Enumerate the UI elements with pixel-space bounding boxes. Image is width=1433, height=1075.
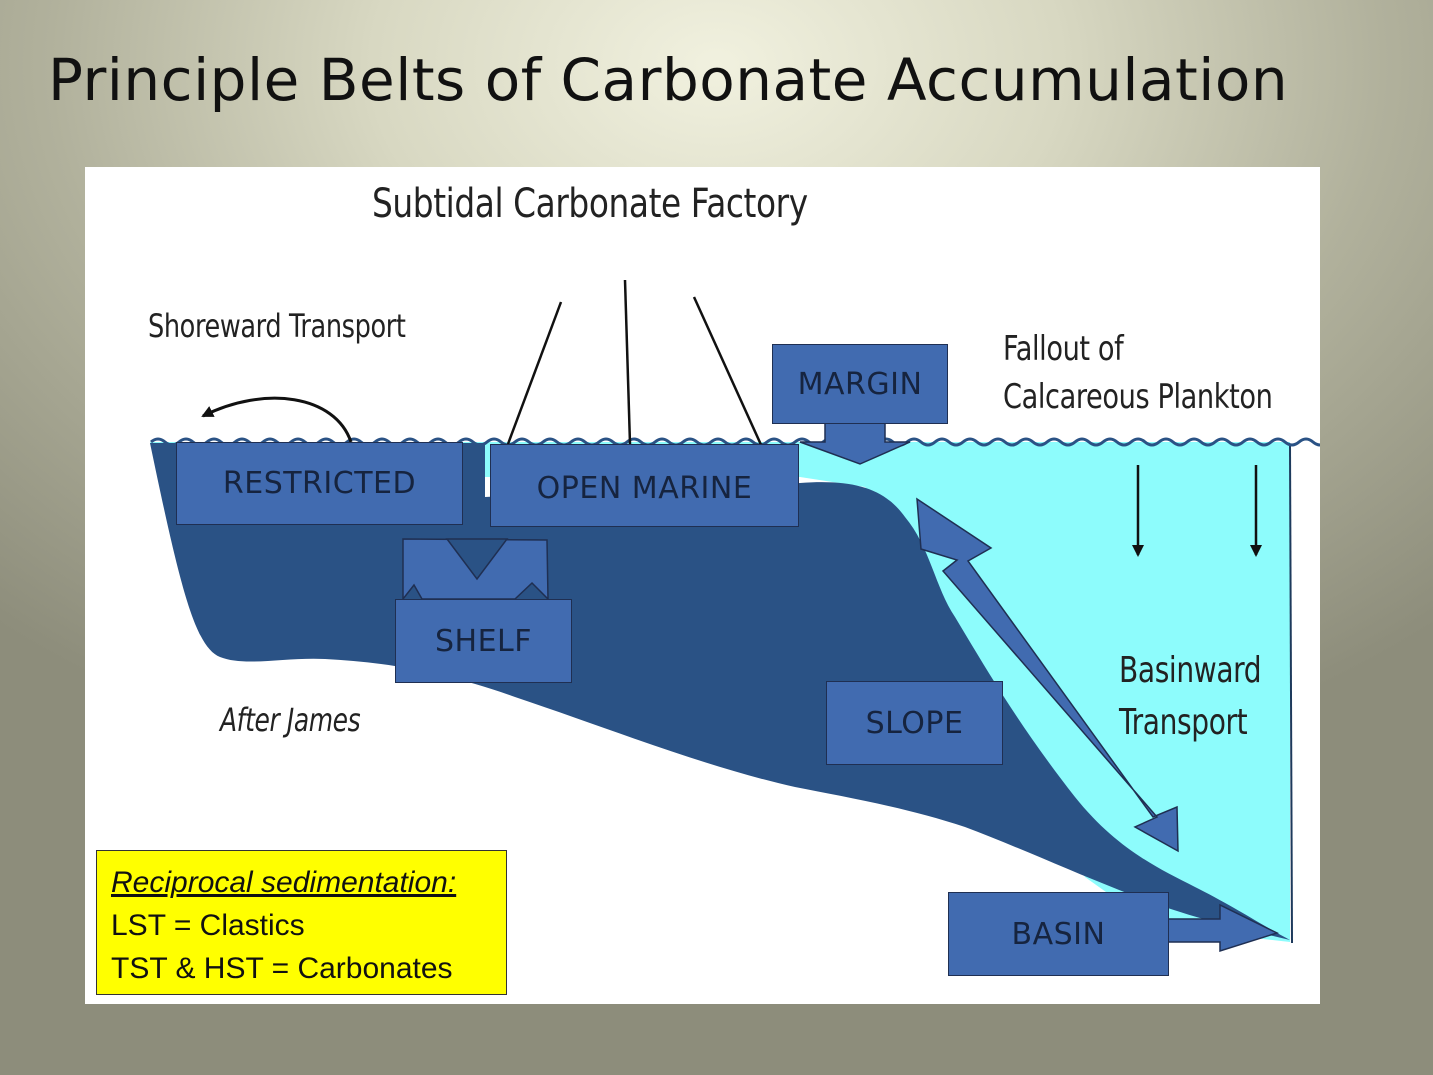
basinward-line-1: Basinward xyxy=(1119,650,1262,691)
basinward-transport-label: Basinward Transport xyxy=(1119,645,1262,749)
reciprocal-sedimentation-callout: Reciprocal sedimentation: LST = Clastics… xyxy=(96,850,507,995)
factory-pointer-right xyxy=(692,296,764,448)
fallout-line-1: Fallout of xyxy=(1003,329,1124,369)
factory-pointer-center xyxy=(623,279,632,445)
factory-label: Subtidal Carbonate Factory xyxy=(372,181,808,227)
basin-wall xyxy=(1289,444,1293,944)
zone-shelf: SHELF xyxy=(395,599,572,683)
shelf-notch xyxy=(445,538,509,581)
slope-double-arrow xyxy=(916,497,1179,853)
zone-basin: BASIN xyxy=(948,892,1169,976)
zone-restricted: RESTRICTED xyxy=(176,442,463,525)
callout-line-1: LST = Clastics xyxy=(111,909,305,942)
callout-line-2: TST & HST = Carbonates xyxy=(111,952,453,985)
factory-pointer-left xyxy=(506,301,563,445)
zone-open-marine: OPEN MARINE xyxy=(490,444,799,527)
shoreward-arrow xyxy=(201,396,353,443)
callout-heading: Reciprocal sedimentation: xyxy=(111,866,457,899)
diagram-panel: Subtidal Carbonate Factory Shoreward Tra… xyxy=(85,167,1320,1004)
fallout-line-2: Calcareous Plankton xyxy=(1003,377,1273,417)
basinward-line-2: Transport xyxy=(1119,702,1248,743)
zone-slope: SLOPE xyxy=(826,681,1003,765)
margin-down-arrow xyxy=(799,422,911,465)
basin-right-arrow xyxy=(1166,903,1280,953)
sea-water xyxy=(150,442,1290,942)
shoreward-transport-label: Shoreward Transport xyxy=(148,307,406,345)
plankton-fallout-label: Fallout of Calcareous Plankton xyxy=(1003,325,1273,421)
credit-label: After James xyxy=(220,701,361,739)
cross-section-drawing xyxy=(150,279,1320,953)
slide-title: Principle Belts of Carbonate Accumulatio… xyxy=(48,46,1289,114)
zone-margin: MARGIN xyxy=(772,344,948,424)
